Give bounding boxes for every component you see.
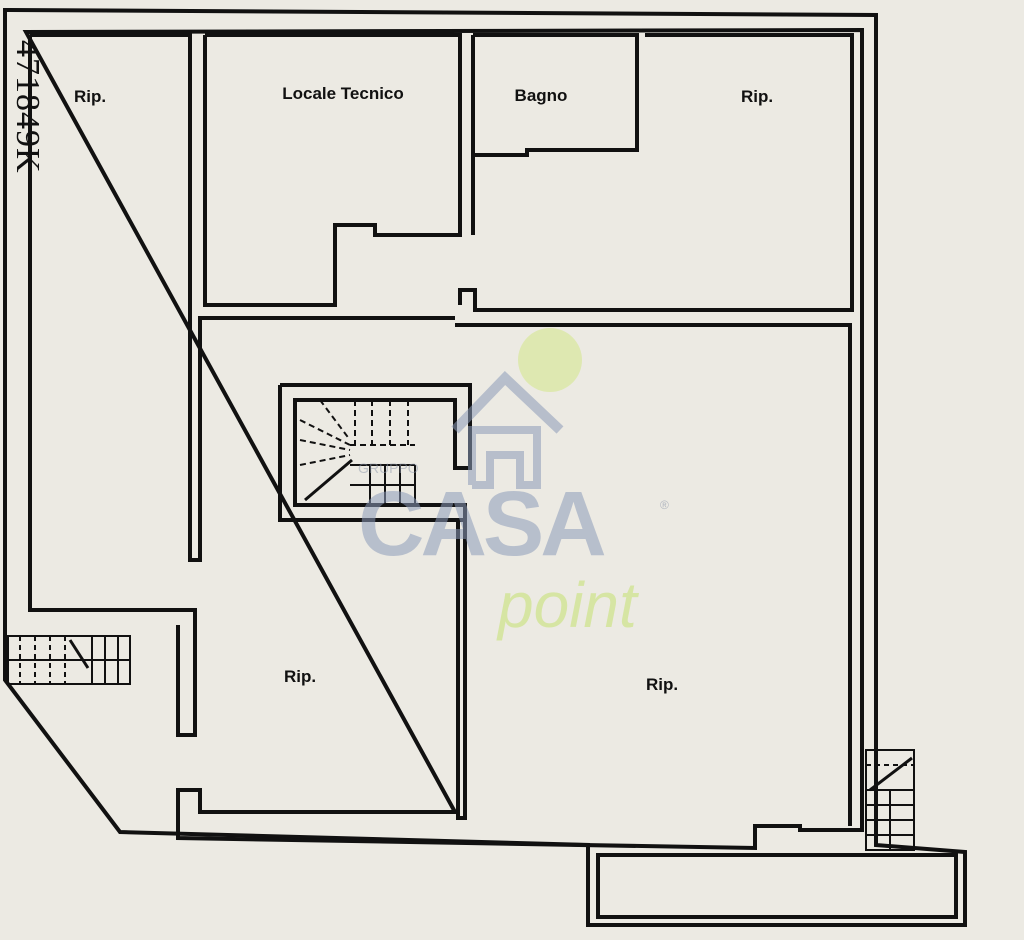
logo-casa: CASA — [358, 473, 607, 575]
room-label-rip-large: Rip. — [645, 675, 679, 694]
room-label-bagno: Bagno — [514, 86, 568, 105]
stair-lower-left — [7, 635, 131, 685]
logo-point: point — [498, 569, 637, 641]
wall-balcony — [596, 853, 958, 919]
wall-rip-large-left — [456, 510, 467, 820]
plan-code: 471849K — [9, 40, 46, 174]
wall-rip-top-right — [458, 33, 854, 312]
room-label-rip-bottom-left: Rip. — [283, 667, 317, 686]
wall-locale-tecnico — [203, 33, 462, 307]
outer-wall — [2, 8, 967, 927]
wall-rip-large — [455, 323, 852, 826]
room-label-locale-tecnico: Locale Tecnico — [282, 84, 404, 103]
logo-mark — [451, 328, 582, 489]
room-label-rip-top-right: Rip. — [740, 87, 774, 106]
logo-registered: ® — [660, 498, 669, 512]
inner-wall — [22, 27, 864, 851]
wall-bagno — [473, 33, 639, 157]
room-label-rip-left: Rip. — [73, 87, 107, 106]
logo-house-icon — [451, 370, 564, 434]
wall-left-room — [30, 33, 455, 562]
stair-internal — [299, 399, 416, 506]
logo-sun — [518, 328, 582, 392]
stair-lower-right — [865, 749, 915, 851]
logo-gruppo: GRUPPO — [358, 460, 419, 476]
wall-left-room-bottom — [28, 35, 197, 737]
